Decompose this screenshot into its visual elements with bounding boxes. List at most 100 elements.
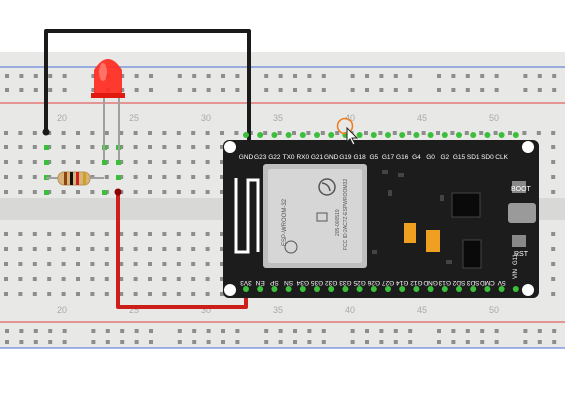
board-pin[interactable]	[314, 286, 320, 292]
board-pin[interactable]	[314, 132, 320, 138]
terminal-hole	[220, 277, 224, 281]
board-pin[interactable]	[342, 286, 349, 292]
terminal-hole	[220, 232, 224, 236]
boot-button[interactable]	[512, 181, 526, 193]
board-pin[interactable]	[484, 132, 491, 138]
board-pin[interactable]	[385, 132, 391, 138]
terminal-hole	[61, 160, 66, 164]
board-pin[interactable]	[399, 286, 406, 292]
board-pin[interactable]	[356, 286, 363, 292]
rail-hole	[379, 340, 384, 344]
board-pin[interactable]	[498, 286, 505, 292]
rail-hole	[437, 74, 441, 78]
terminal-hole	[191, 160, 196, 164]
board-pin[interactable]	[456, 132, 462, 138]
board-pin[interactable]	[470, 132, 477, 138]
board-pin[interactable]	[299, 132, 306, 138]
rst-button[interactable]	[512, 235, 526, 247]
terminal-hole	[119, 160, 124, 164]
rail-hole	[105, 329, 110, 333]
board-pin[interactable]	[427, 132, 434, 138]
red-wire[interactable]	[116, 193, 248, 309]
terminal-hole	[104, 232, 109, 236]
rail-hole	[321, 74, 326, 78]
red-led[interactable]	[91, 59, 125, 98]
board-pin[interactable]	[356, 132, 363, 138]
board-pin[interactable]	[413, 286, 420, 292]
terminal-hole	[4, 232, 8, 236]
pin-label: SN	[284, 279, 293, 286]
terminal-hole	[205, 292, 210, 296]
board-pin[interactable]	[243, 132, 249, 138]
terminal-hole	[191, 131, 196, 135]
rail-hole	[5, 74, 9, 78]
rail-hole	[177, 329, 182, 333]
rail-hole	[365, 340, 369, 344]
board-pin[interactable]	[385, 286, 391, 292]
terminal-hole	[205, 131, 210, 135]
micro-usb-port[interactable]	[508, 203, 536, 223]
terminal-hole	[162, 175, 167, 179]
terminal-hole	[47, 247, 52, 251]
terminal-hole	[220, 292, 224, 296]
terminal-hole	[32, 175, 37, 179]
board-pin[interactable]	[427, 286, 434, 292]
pcb-antenna	[234, 178, 260, 254]
board-pin[interactable]	[257, 286, 264, 292]
resistor[interactable]	[46, 171, 104, 186]
terminal-hole	[205, 145, 210, 149]
board-pin[interactable]	[441, 132, 448, 138]
esp32-board[interactable]: ESP-WROOM-32 FCC ID:2AC7Z-ESPWROOM32 205…	[223, 140, 539, 298]
board-pin[interactable]	[285, 286, 292, 292]
rail-hole	[451, 88, 456, 92]
board-pin[interactable]	[512, 286, 519, 292]
board-pin[interactable]	[470, 286, 477, 292]
board-pin[interactable]	[243, 286, 249, 292]
terminal-hole	[493, 131, 498, 135]
board-pin[interactable]	[512, 132, 519, 138]
board-pin[interactable]	[370, 286, 377, 292]
pin-label: GND	[324, 154, 339, 161]
board-pin[interactable]	[299, 286, 306, 292]
rail-hole	[480, 329, 485, 333]
rail-hole	[408, 74, 413, 78]
rail-hole	[379, 329, 384, 333]
board-pin[interactable]	[285, 132, 292, 138]
board-pin[interactable]	[328, 132, 335, 138]
rail-hole	[62, 74, 67, 78]
red-wire-end-left[interactable]	[114, 188, 122, 196]
pin-label: RX0	[296, 154, 309, 161]
terminal-hole	[162, 232, 167, 236]
rail-hole	[48, 74, 53, 78]
rail-hole	[523, 340, 528, 344]
black-wire[interactable]	[44, 29, 251, 146]
board-pin[interactable]	[441, 286, 448, 292]
black-wire-end-left[interactable]	[42, 128, 50, 136]
terminal-hole	[90, 145, 95, 149]
board-pin[interactable]	[399, 132, 406, 138]
board-pin[interactable]	[271, 286, 278, 292]
board-pin[interactable]	[370, 132, 377, 138]
rail-hole	[206, 329, 211, 333]
board-pin[interactable]	[271, 132, 278, 138]
rail-hole	[437, 329, 441, 333]
terminal-hole	[119, 247, 124, 251]
pin-label: SD0	[481, 154, 494, 161]
board-pin[interactable]	[484, 286, 491, 292]
voltage-regulator	[462, 239, 482, 269]
rail-hole	[149, 340, 153, 344]
board-pin[interactable]	[498, 132, 505, 138]
board-pin[interactable]	[328, 286, 335, 292]
rail-hole	[537, 340, 542, 344]
terminal-hole	[191, 247, 196, 251]
board-pin[interactable]	[257, 132, 264, 138]
terminal-hole	[176, 131, 181, 135]
terminal-hole	[104, 262, 109, 266]
board-pin[interactable]	[413, 132, 420, 138]
boot-label: BOOT	[511, 186, 532, 193]
board-pin[interactable]	[456, 286, 462, 292]
terminal-hole	[18, 277, 23, 281]
terminal-hole	[176, 247, 181, 251]
